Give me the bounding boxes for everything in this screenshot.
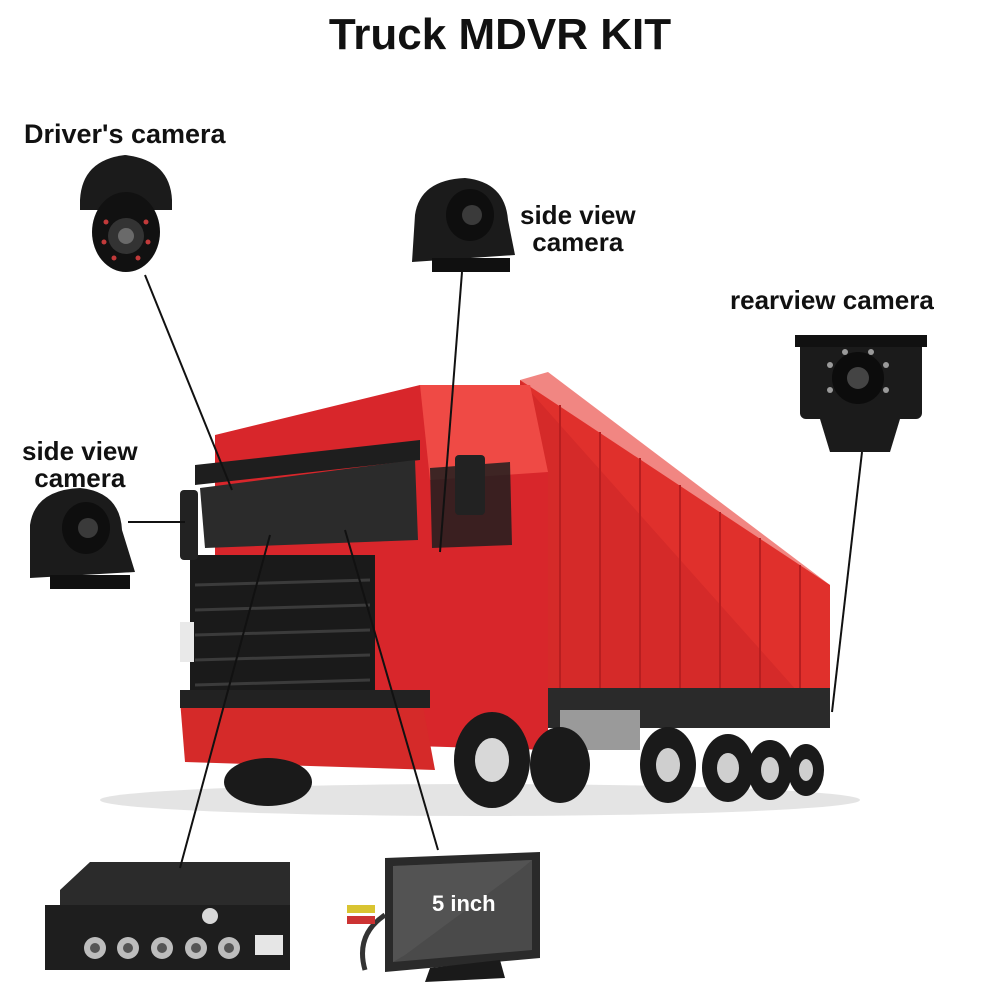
drivers-dome-camera	[80, 155, 172, 272]
trailer-wheels	[640, 727, 824, 803]
side-view-camera-top-line2: camera	[532, 227, 624, 258]
rearview-camera-label: rearview camera	[730, 285, 934, 315]
monitor-5-inch	[347, 852, 540, 982]
side-view-camera-left-label: side view camera	[22, 436, 138, 494]
page-title: Truck MDVR KIT	[328, 10, 672, 59]
truck-cab	[180, 385, 548, 770]
monitor-size-label: 5 inch	[432, 891, 496, 916]
cab-wheels	[224, 712, 590, 808]
rearview-camera	[795, 335, 927, 452]
side-view-camera-left-line1: side view	[22, 436, 138, 466]
leader-lines	[128, 271, 863, 869]
side-view-camera-top	[412, 178, 515, 272]
mdvr-recorder	[45, 862, 290, 970]
side-view-camera-left-line2: camera	[34, 463, 126, 494]
side-view-camera-top-line1: side view	[520, 200, 636, 230]
side-view-camera-top-label: side view camera	[520, 200, 636, 258]
container-trailer	[520, 372, 830, 750]
drivers-camera-label: Driver's camera	[24, 119, 226, 149]
side-view-camera-left	[30, 488, 135, 589]
